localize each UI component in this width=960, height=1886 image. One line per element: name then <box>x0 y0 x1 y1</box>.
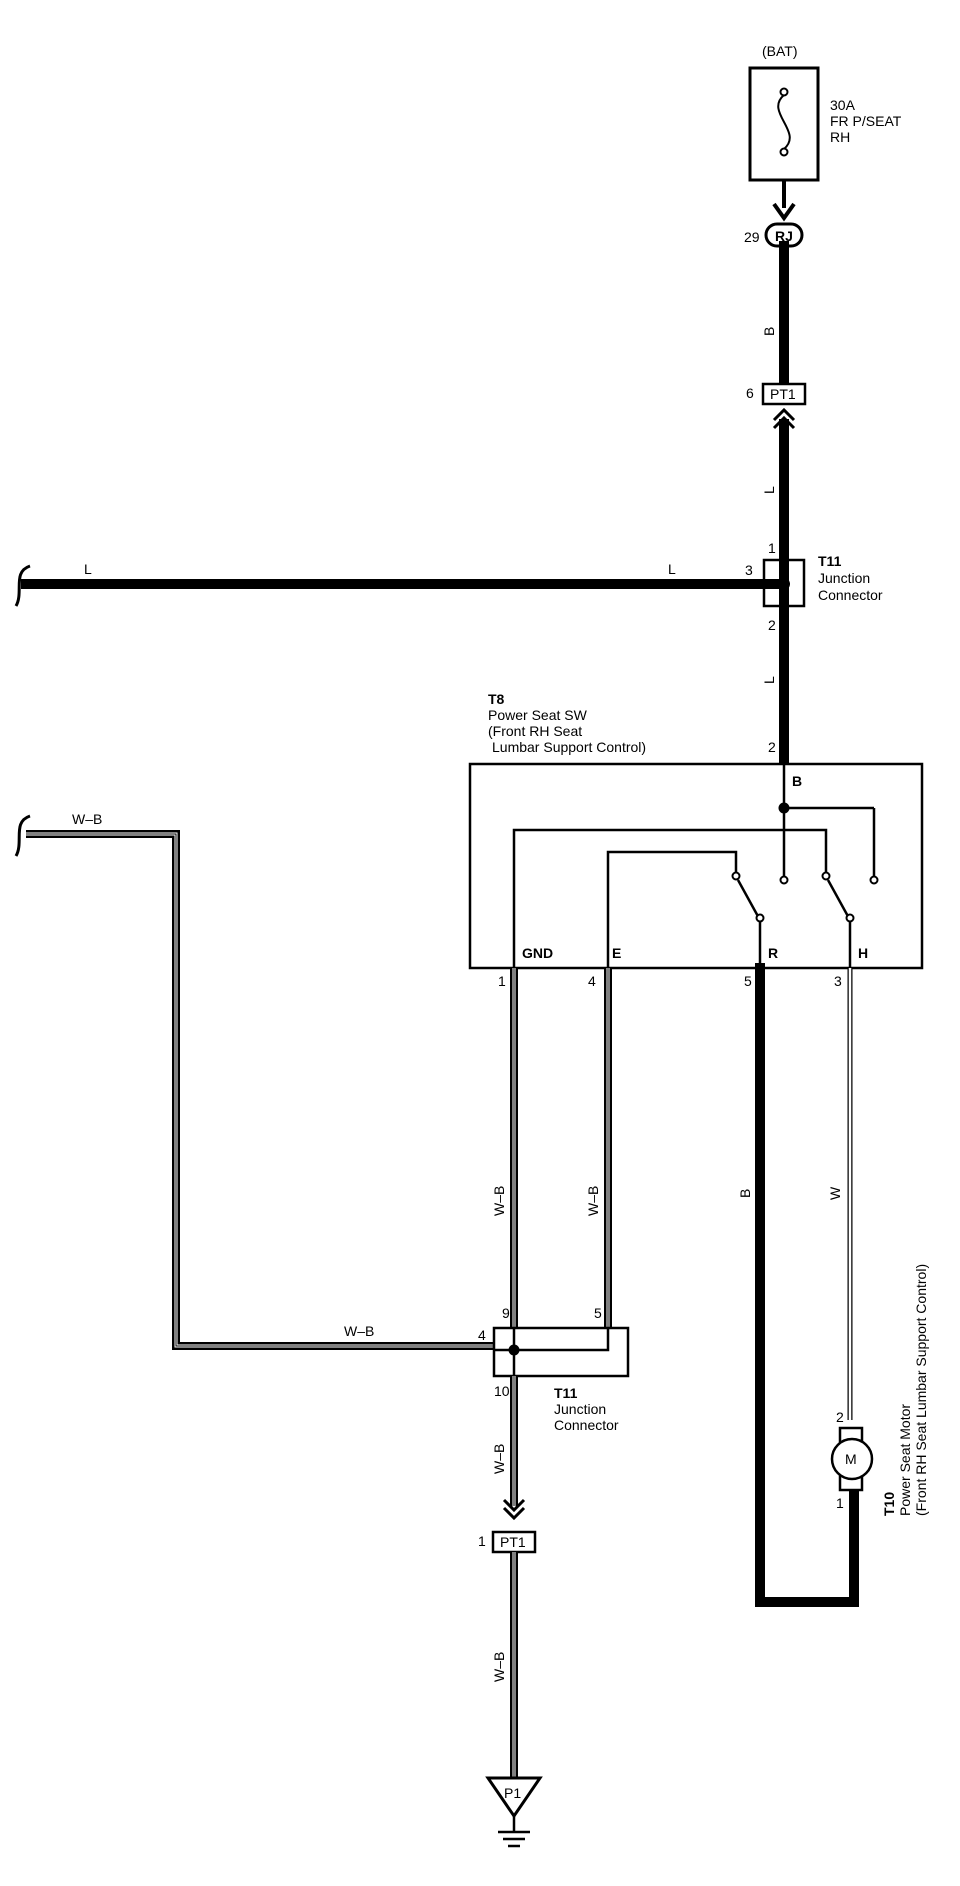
ground-icon <box>498 1816 530 1848</box>
wire-label-wb-left: W–B <box>72 811 102 827</box>
switch-internals <box>512 764 876 968</box>
switch-junction-dot <box>778 802 790 814</box>
pt1-top-connector <box>761 382 807 406</box>
wire-label-l-left-far: L <box>84 561 92 577</box>
rj-pin: 29 <box>744 229 760 245</box>
t11-top-pin3: 3 <box>745 562 753 578</box>
t11-bottom-internal <box>494 1328 610 1352</box>
switch-terminal-gnd: GND <box>522 945 553 961</box>
motor-line2: (Front RH Seat Lumbar Support Control) <box>913 1264 929 1516</box>
t11-bottom-id: T11 <box>554 1385 578 1401</box>
fuse-name-line2: RH <box>830 129 850 145</box>
t11-bottom-line1: Junction <box>554 1401 606 1417</box>
fuse-rating: 30A <box>830 97 856 113</box>
t11-top-pin1: 1 <box>768 540 776 556</box>
t11-bottom-junction-dot <box>508 1344 520 1356</box>
switch-terminal-h: H <box>858 945 868 961</box>
t11-top-id: T11 <box>818 553 842 569</box>
break-mark-icon-lower <box>14 814 31 857</box>
t11-top-pin2: 2 <box>768 617 776 633</box>
ground-code: P1 <box>504 1785 521 1801</box>
wire-label-wb-mid: W–B <box>344 1323 374 1339</box>
wire-label-wb-lower: W–B <box>491 1444 507 1474</box>
break-mark-icon <box>14 564 31 607</box>
motor-pin-top: 2 <box>836 1409 844 1425</box>
wire-label-l-left-near: L <box>668 561 676 577</box>
t11-top-line1: Junction <box>818 570 870 586</box>
motor-pin-bottom: 1 <box>836 1495 844 1511</box>
switch-contact-icons <box>731 871 879 923</box>
wire-label-b-r: B <box>737 1189 753 1198</box>
fuse-icon <box>777 87 791 157</box>
switch-terminal-r: R <box>768 945 778 961</box>
pt1-bottom-code: PT1 <box>500 1534 526 1550</box>
switch-pin-r: 5 <box>744 973 752 989</box>
switch-terminal-b: B <box>792 773 802 789</box>
t11-bottom-pin4: 4 <box>478 1327 486 1343</box>
t11-bottom-line2: Connector <box>554 1417 619 1433</box>
switch-pin-h: 3 <box>834 973 842 989</box>
motor-id: T10 <box>881 1492 897 1516</box>
pt1-bottom-pin: 1 <box>478 1533 486 1549</box>
wire-label-l-upper: L <box>761 486 777 494</box>
battery-label: (BAT) <box>762 43 798 59</box>
wire-label-wb-e: W–B <box>585 1186 601 1216</box>
wire-label-wb-gnd: W–B <box>491 1186 507 1216</box>
wire-label-wb-bottom: W–B <box>491 1652 507 1682</box>
junction-dot <box>778 578 790 590</box>
switch-line2: (Front RH Seat <box>488 723 582 739</box>
switch-pin-gnd: 1 <box>498 973 506 989</box>
wire-wb-left <box>26 830 494 1350</box>
wire-label-l-lower: L <box>761 676 777 684</box>
motor-symbol: M <box>845 1451 857 1467</box>
motor-line1: Power Seat Motor <box>897 1404 913 1516</box>
wire-b-r <box>755 963 859 1607</box>
switch-line1: Power Seat SW <box>488 707 588 723</box>
chevron-down-icon <box>772 202 796 222</box>
switch-box <box>468 762 924 970</box>
fuse-name-line1: FR P/SEAT <box>830 113 902 129</box>
wire-label-w-h: W <box>827 1186 843 1200</box>
ground-point <box>485 1776 543 1819</box>
switch-pin-top: 2 <box>768 739 776 755</box>
t11-bottom-pin5: 5 <box>594 1305 602 1321</box>
switch-pin-e: 4 <box>588 973 596 989</box>
pt1-top-pin: 6 <box>746 385 754 401</box>
t11-bottom-pin10: 10 <box>494 1383 510 1399</box>
motor-icon <box>830 1437 874 1481</box>
t11-top-line2: Connector <box>818 587 883 603</box>
chevron-up-icon <box>772 407 796 430</box>
pt1-top-code: PT1 <box>770 386 796 402</box>
t11-bottom-pin9: 9 <box>502 1305 510 1321</box>
chevron-down-double-icon <box>502 1498 526 1521</box>
switch-id: T8 <box>488 691 505 707</box>
switch-terminal-e: E <box>612 945 621 961</box>
switch-line3: Lumbar Support Control) <box>492 739 646 755</box>
wire-label-b-top: B <box>761 327 777 336</box>
rj-code: RJ <box>775 228 793 244</box>
